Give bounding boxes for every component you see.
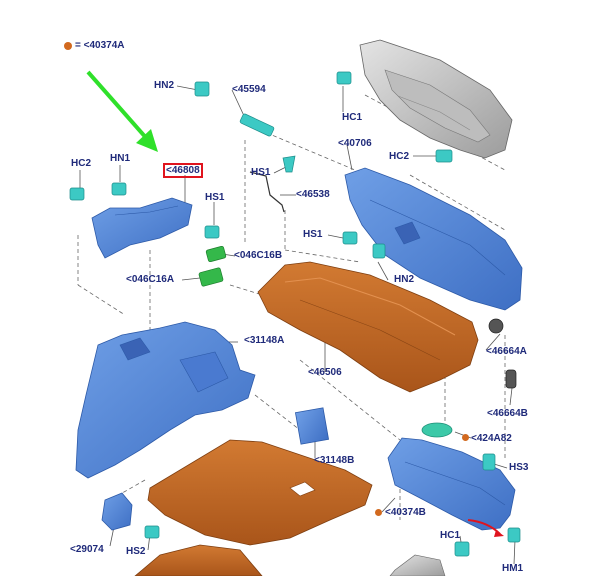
ref-dot-40374b	[375, 509, 382, 516]
green-clips	[198, 245, 227, 287]
label-hc1-bottom[interactable]: HC1	[440, 530, 461, 541]
label-hc1-top[interactable]: HC1	[342, 112, 363, 123]
legend-text: = <40374A	[75, 40, 125, 51]
cable-46538	[249, 171, 285, 213]
label-424a82[interactable]: <424A82	[471, 433, 512, 444]
label-31148a[interactable]: <31148A	[244, 335, 285, 346]
label-hc2-right[interactable]: HC2	[389, 151, 410, 162]
label-hn2-top[interactable]: HN2	[154, 80, 175, 91]
legend-dot	[64, 41, 72, 50]
label-hs1-mid[interactable]: HS1	[251, 167, 271, 178]
gray-part-bottom	[389, 554, 446, 577]
label-hn2-right[interactable]: HN2	[394, 274, 415, 285]
bumpers	[488, 318, 517, 389]
label-hm1[interactable]: HM1	[502, 563, 524, 574]
label-046c16a[interactable]: <046C16A	[126, 274, 175, 285]
label-46664a[interactable]: <46664A	[486, 346, 527, 357]
label-46808-highlighted[interactable]: <46808	[163, 163, 203, 178]
part-29074	[101, 492, 133, 531]
pointer-arrow	[86, 70, 158, 152]
label-hs2[interactable]: HS2	[126, 546, 146, 557]
label-hs3[interactable]: HS3	[509, 462, 529, 473]
label-40706[interactable]: <40706	[338, 138, 372, 149]
lid-trim-panel	[344, 167, 523, 311]
clips	[69, 71, 521, 557]
label-hc2-left[interactable]: HC2	[71, 158, 92, 169]
label-46664b[interactable]: <46664B	[487, 408, 528, 419]
label-hs1-left[interactable]: HS1	[205, 192, 225, 203]
quarter-trim-panel	[75, 321, 256, 479]
upper-side-trim	[91, 197, 193, 259]
trunk-lid	[359, 39, 513, 159]
label-46506[interactable]: <46506	[308, 367, 342, 378]
legend: = <40374A	[64, 40, 125, 51]
label-46538[interactable]: <46538	[296, 189, 330, 200]
cap-424a82	[421, 422, 453, 438]
label-45594[interactable]: <45594	[232, 84, 266, 95]
label-hn1[interactable]: HN1	[110, 153, 131, 164]
label-31148b[interactable]: <31148B	[314, 455, 355, 466]
scuff-plate	[387, 437, 516, 537]
label-hs1-right[interactable]: HS1	[303, 229, 323, 240]
bracket-31148b	[294, 407, 330, 445]
label-40374b[interactable]: <40374B	[385, 507, 426, 518]
package-tray	[257, 261, 479, 393]
ref-dot-424a82	[462, 434, 469, 441]
label-29074[interactable]: <29074	[70, 544, 104, 555]
label-046c16b[interactable]: <046C16B	[234, 250, 283, 261]
